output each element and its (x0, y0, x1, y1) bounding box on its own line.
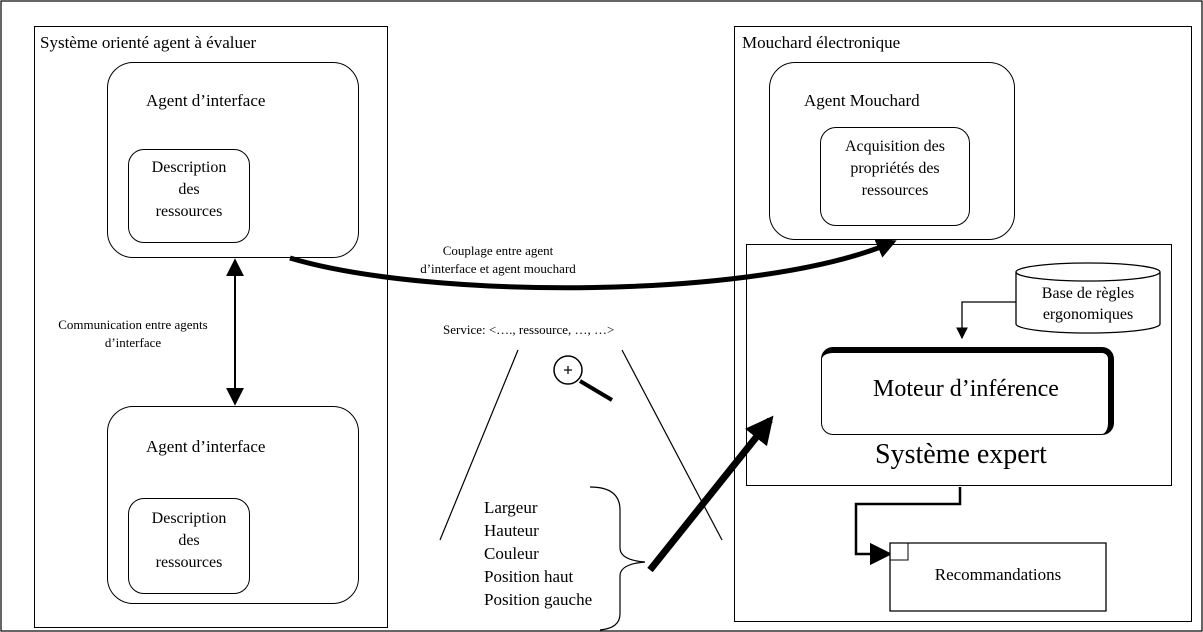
expert-to-reco-arrow (854, 487, 962, 566)
coupling-label: Couplage entre agent d’interface et agen… (420, 243, 576, 276)
resources-description-top-text: Description des ressources (151, 159, 227, 220)
communication-label: Communication entre agents d’interface (58, 317, 208, 350)
agent-interface-bottom (107, 406, 359, 604)
resources-description-bottom (128, 498, 250, 594)
right-panel (734, 26, 1192, 622)
agent-mouchard (769, 62, 1015, 240)
inference-engine-label: Moteur d’inférence (873, 376, 1059, 402)
left-panel (34, 26, 388, 628)
properties-list: Largeur Hauteur Couleur Position haut Po… (484, 496, 592, 611)
cone-left-line (439, 349, 519, 541)
expert-system-title: Système expert (875, 439, 1047, 470)
properties-acquisition-text: Acquisition des propriétés des ressource… (845, 138, 945, 199)
properties-acquisition (820, 127, 970, 226)
property-item: Largeur (484, 498, 538, 517)
expert-system-box (746, 244, 1172, 486)
property-item: Position gauche (484, 590, 593, 609)
property-item: Hauteur (484, 521, 539, 540)
cone-right-line (621, 349, 723, 541)
coupling-arrow (289, 239, 897, 291)
recommendations-document (889, 542, 1107, 612)
rules-database-label: Base de règles ergonomiques (1041, 285, 1135, 323)
inference-engine (821, 347, 1114, 435)
magnifier-icon (553, 355, 614, 402)
agent-mouchard-title: Agent Mouchard (804, 91, 920, 110)
left-panel-title: Système orienté agent à évaluer (40, 33, 257, 52)
properties-arrow (647, 415, 774, 573)
recommendations-label: Recommandations (934, 565, 1062, 584)
resources-description-top (128, 149, 250, 243)
agent-interface-bottom-title: Agent d’interface (146, 437, 266, 456)
property-item: Couleur (484, 544, 539, 563)
rules-database-icon (1015, 262, 1161, 334)
agent-interface-top (107, 62, 359, 258)
agent-interface-top-title: Agent d’interface (146, 91, 266, 110)
resources-description-bottom-text: Description des ressources (151, 510, 227, 571)
db-to-engine-arrow (956, 301, 1016, 340)
service-label: Service: <…., ressource, …, …> (443, 322, 615, 337)
right-panel-title: Mouchard électronique (742, 33, 901, 52)
properties-brace (589, 486, 646, 631)
property-item: Position haut (484, 567, 574, 586)
